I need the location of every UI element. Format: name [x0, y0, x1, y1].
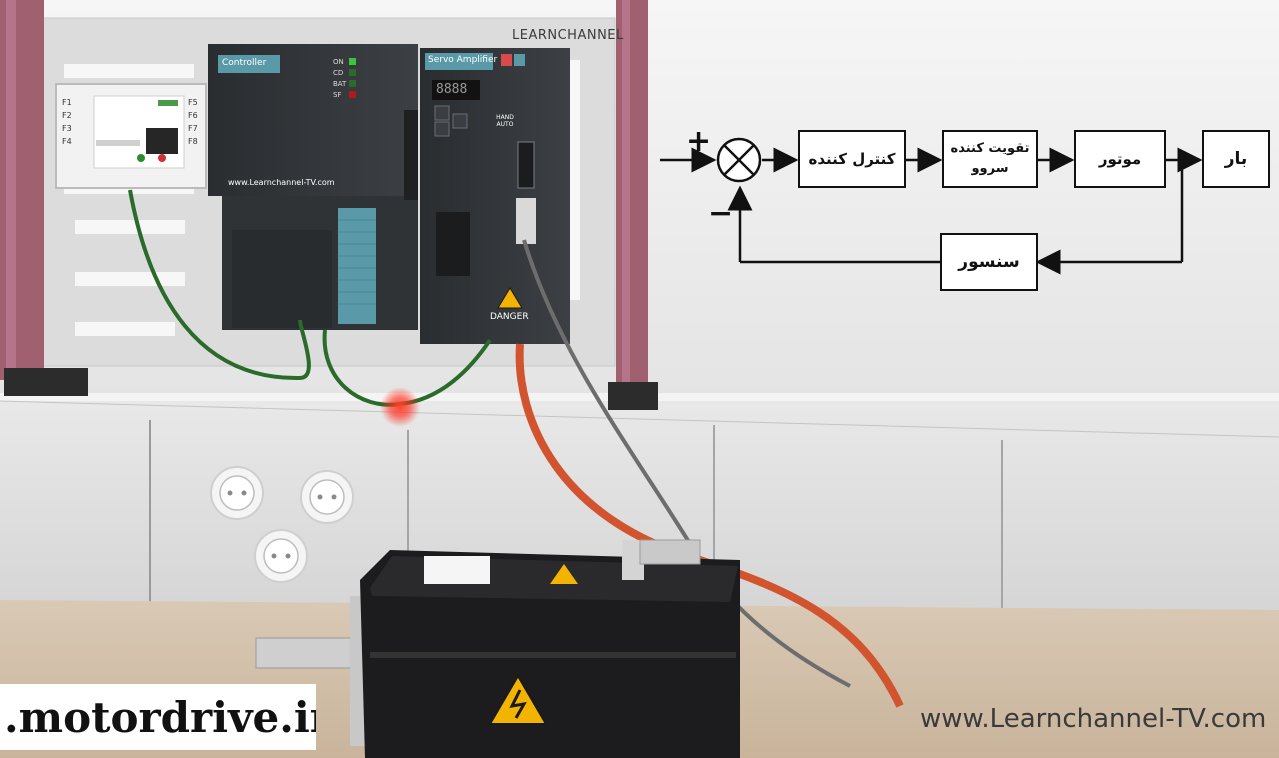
- hmi-key-f2: F2: [62, 111, 72, 120]
- led-label-sf: SF: [333, 91, 342, 99]
- danger-label: DANGER: [490, 312, 529, 322]
- diagram-controller-block: کنترل کننده: [798, 130, 906, 188]
- hmi-key-f4: F4: [62, 137, 72, 146]
- block-diagram-lines: [660, 137, 1203, 275]
- servo-amplifier-label: Servo Amplifier: [428, 55, 498, 65]
- diagram-motor-block: موتور: [1074, 130, 1166, 188]
- servo-display: 8888: [436, 82, 468, 97]
- diagram-sensor-block: سنسور: [940, 233, 1038, 291]
- controller-url: www.Learnchannel-TV.com: [228, 178, 335, 187]
- watermark-motordrive: .motordrive.ir: [0, 684, 316, 750]
- controller-led-labels: ON CD BAT SF: [333, 57, 346, 101]
- diagram-plus-sign: +: [686, 124, 712, 159]
- watermark-learnchannel: www.Learnchannel-TV.com: [920, 704, 1267, 734]
- diagram-amplifier-block: تقویت کننده سروو: [942, 130, 1038, 188]
- hmi-key-f5: F5: [188, 98, 198, 107]
- hmi-key-f6: F6: [188, 111, 198, 120]
- hmi-key-f3: F3: [62, 124, 72, 133]
- hmi-key-f8: F8: [188, 137, 198, 146]
- hmi-fkeys-right: F5 F6 F7 F8: [188, 96, 198, 148]
- hmi-key-f7: F7: [188, 124, 198, 133]
- hmi-fkeys-left: F1 F2 F3 F4: [62, 96, 72, 148]
- hmi-key-f1: F1: [62, 98, 72, 107]
- led-label-bat: BAT: [333, 80, 347, 88]
- led-label-on: ON: [333, 58, 344, 66]
- diagram-minus-sign: −: [708, 196, 734, 231]
- hand-auto-label: HAND AUTO: [496, 114, 514, 128]
- diagram-load-block: بار: [1202, 130, 1270, 188]
- controller-label: Controller: [222, 58, 267, 68]
- brand-plate: LEARNCHANNEL: [512, 28, 624, 43]
- led-label-cd: CD: [333, 69, 344, 77]
